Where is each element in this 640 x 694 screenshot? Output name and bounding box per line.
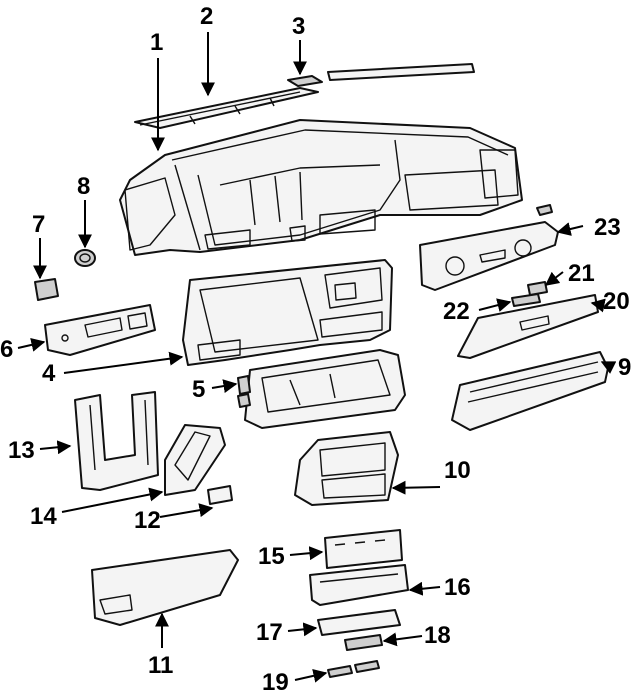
small-switch — [511, 281, 548, 307]
small-buttons — [327, 660, 380, 678]
glovebox-door — [451, 351, 609, 431]
callout-10: 10 — [444, 457, 471, 484]
cluster-lens — [237, 349, 406, 429]
radio-faceplate — [324, 529, 403, 569]
callout-14: 14 — [30, 503, 57, 530]
round-knob — [74, 249, 96, 267]
right-switch-bezel — [419, 204, 559, 291]
switch-knob — [34, 278, 59, 301]
trim-plate — [317, 609, 401, 636]
console-housing — [294, 431, 399, 506]
callout-7: 7 — [32, 211, 45, 238]
callout-18: 18 — [424, 622, 451, 649]
callout-8: 8 — [77, 173, 90, 200]
callout-17: 17 — [256, 619, 283, 646]
callout-21: 21 — [568, 260, 595, 287]
callout-1: 1 — [150, 29, 163, 56]
callout-3: 3 — [292, 13, 305, 40]
center-support-bracket — [164, 424, 226, 496]
cluster-bezel — [182, 259, 393, 366]
radio-chassis — [309, 564, 409, 606]
small-bracket — [207, 485, 233, 505]
callout-20: 20 — [603, 288, 630, 315]
left-switch-panel — [44, 304, 156, 356]
callout-22: 22 — [443, 298, 470, 325]
leader-lines — [17, 32, 617, 683]
upper-trim-strip — [327, 63, 475, 81]
callout-2: 2 — [200, 3, 213, 30]
left-support-bracket — [74, 391, 159, 491]
callout-4: 4 — [42, 360, 56, 387]
callout-16: 16 — [444, 574, 471, 601]
defroster-grille — [134, 87, 319, 129]
callout-6: 6 — [0, 336, 13, 363]
callout-15: 15 — [258, 543, 285, 570]
speaker-grille-cover — [287, 75, 323, 87]
callout-13: 13 — [8, 437, 35, 464]
callout-19: 19 — [262, 669, 289, 694]
callout-11: 11 — [148, 652, 173, 679]
lower-knee-cover — [91, 549, 239, 626]
callout-12: 12 — [134, 507, 161, 534]
callout-5: 5 — [192, 376, 205, 403]
switch-assembly — [344, 634, 383, 651]
callout-23: 23 — [594, 214, 621, 241]
callout-9: 9 — [618, 354, 631, 381]
glovebox-upper-panel — [457, 294, 599, 359]
instrument-panel-main — [119, 119, 523, 256]
